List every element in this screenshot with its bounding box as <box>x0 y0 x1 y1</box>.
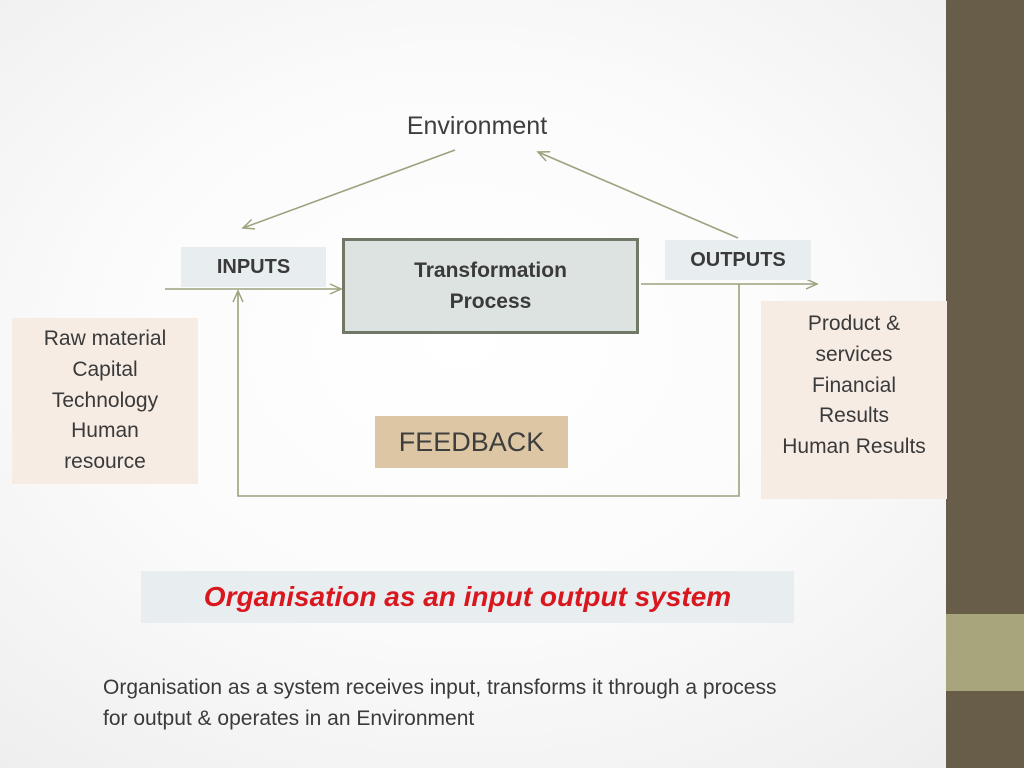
description-line-1: Organisation as a system receives input,… <box>103 676 777 699</box>
description-line-2: for output & operates in an Environment <box>103 707 475 730</box>
transformation-process-box: Transformation Process <box>342 238 639 334</box>
input-item: Raw material <box>43 327 167 350</box>
input-item: resource <box>64 450 146 474</box>
environment-to-inputs-arrow <box>241 149 456 230</box>
description-text: Organisation as a system receives input,… <box>103 672 903 734</box>
process-label-line-1: Transformation <box>414 259 567 282</box>
outputs-label: OUTPUTS <box>665 240 811 280</box>
output-item: Results <box>818 404 890 428</box>
diagram-caption: Organisation as an input output system <box>141 571 794 623</box>
output-item: Product & <box>807 312 901 335</box>
input-item: Capital <box>72 357 138 381</box>
output-item: Financial <box>811 373 897 397</box>
output-items-box: Product & services Financial Results Hum… <box>761 301 947 499</box>
slide-sidebar-accent <box>946 614 1024 691</box>
environment-label: Environment <box>406 112 548 140</box>
input-items-box: Raw material Capital Technology Human re… <box>12 318 198 484</box>
input-item: Human <box>71 419 139 443</box>
feedback-label: FEEDBACK <box>375 416 568 468</box>
process-label-line-2: Process <box>449 290 532 313</box>
output-item: Human Results <box>782 435 926 459</box>
connector-arrows <box>165 149 819 497</box>
outputs-to-environment-arrow <box>536 151 739 239</box>
feedback-loop-arrow <box>232 284 740 497</box>
input-item: Technology <box>51 388 159 412</box>
inputs-label: INPUTS <box>181 247 326 287</box>
output-item: services <box>815 342 893 366</box>
